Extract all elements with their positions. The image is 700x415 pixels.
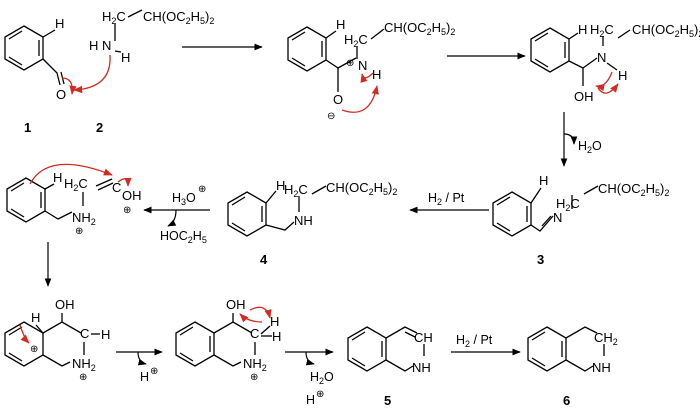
amine-n-label: N xyxy=(102,38,111,53)
proton-label-2: H xyxy=(306,393,315,407)
curly-arrow-co-break xyxy=(117,177,132,187)
aminoacetal-structure: H2C CH(OC2H5)2 H N H xyxy=(89,9,214,65)
am4-ch2-label: H2C xyxy=(284,182,308,199)
dhiq-ch-label: CH xyxy=(414,330,433,345)
ca-n-label: N xyxy=(597,50,606,65)
ca2-oh-label: OH xyxy=(226,297,246,312)
hydrogenation-label-1: H2 / Pt xyxy=(428,191,465,207)
dhiq-nh-label: NH xyxy=(412,360,431,375)
zw-n-label: N xyxy=(358,58,367,73)
im-acetal-label: CH(OC2H5)2 xyxy=(598,181,669,198)
water-label: H2O xyxy=(310,370,334,386)
compound-3-label: 3 xyxy=(537,252,544,267)
ox-oh-label: OH xyxy=(122,188,142,203)
compound-6-label: 6 xyxy=(563,393,570,408)
compound-4-label: 4 xyxy=(260,252,268,267)
zw-h-label: H xyxy=(336,17,345,32)
ca2-plus-charge: ⊕ xyxy=(250,372,258,383)
acetal-label: CH(OC2H5)2 xyxy=(143,9,214,26)
ca-acetal-label: CH(OC2H5)2 xyxy=(632,22,700,39)
im-h-label: H xyxy=(539,173,548,188)
aldehyde-o-label: O xyxy=(56,87,66,102)
proton-plus-2: ⊕ xyxy=(316,389,324,400)
water-loss-arrow xyxy=(563,133,578,145)
water-proton-loss-arrow xyxy=(305,351,315,366)
hydronium-plus-charge: ⊕ xyxy=(198,184,206,195)
curly-arrow-proton-transfer xyxy=(341,85,379,113)
curly-arrow-n-attack xyxy=(73,54,111,94)
compound-2-label: 2 xyxy=(96,120,103,135)
proton-out-plus: ⊕ xyxy=(150,366,158,377)
ox-c-label: C xyxy=(112,180,121,195)
proton-loss-arrow xyxy=(137,351,147,366)
ca-h-n-label: H xyxy=(618,68,627,83)
ca2-h-right-label: H xyxy=(272,329,281,344)
ethanol-out-label: HOC2H5 xyxy=(160,229,207,245)
wh-h-label: H xyxy=(31,310,40,325)
curly-arrow-ch-break xyxy=(249,306,272,319)
wh-nh2-label: NH2 xyxy=(72,356,96,373)
hydronium-label: H3O xyxy=(172,191,196,207)
curly-arrow-co-pi xyxy=(61,77,77,95)
amine-h-right-label: H xyxy=(121,50,130,65)
proton-out-label: H xyxy=(140,370,149,384)
curly-arrow-oh-leave xyxy=(239,313,263,323)
thiq-ch2-label: CH2 xyxy=(594,330,618,347)
ca-h-label: H xyxy=(578,22,587,37)
amine-h-left-label: H xyxy=(89,38,98,53)
zw-o-label: O xyxy=(333,92,343,107)
oxocarbenium-structure xyxy=(6,177,114,223)
ca2-h-top-label: H xyxy=(270,314,279,329)
cyclic-alcohol-structure xyxy=(175,313,256,367)
am4-acetal-label: CH(OC2H5)2 xyxy=(326,180,397,197)
benzaldehyde-structure xyxy=(4,25,65,86)
tetrahydroisoquinoline-structure xyxy=(527,326,605,372)
ch2-label: H2C xyxy=(102,9,126,26)
ca-oh-label: OH xyxy=(574,89,594,104)
ca2-nh2-label: NH2 xyxy=(243,356,267,373)
water-out-label: H2O xyxy=(578,139,602,155)
ca2-c-label: C xyxy=(250,326,259,341)
wh-c-label: C xyxy=(80,326,89,341)
ox-nh2-label: NH2 xyxy=(72,210,96,227)
ox-plus-charge-o: ⊕ xyxy=(123,205,131,216)
ethanol-loss-arrow xyxy=(167,209,177,227)
curly-arrow-nh-bond xyxy=(360,72,374,83)
im-ch2-label: H2C xyxy=(556,196,580,213)
thiq-nh-label: NH xyxy=(592,360,611,375)
dihydroisoquinoline-structure xyxy=(347,326,425,372)
compound-5-label: 5 xyxy=(384,393,391,408)
wheland-structure xyxy=(4,313,85,367)
ox-h-label: H xyxy=(53,170,62,185)
ox-plus-charge-n: ⊕ xyxy=(75,226,83,237)
imine-structure xyxy=(492,185,599,237)
zw-nh-label: H xyxy=(372,67,381,82)
compound-1-label: 1 xyxy=(24,120,31,135)
wh-plus-charge: ⊕ xyxy=(30,344,38,355)
amine-4-structure xyxy=(227,185,327,237)
wh-plus-charge-n: ⊕ xyxy=(79,372,87,383)
aldehyde-h-label: H xyxy=(55,16,64,31)
zw-minus-charge: ⊖ xyxy=(327,111,335,122)
zw-acetal-label: CH(OC2H5)2 xyxy=(384,20,455,37)
ca-ch2-label: H2C xyxy=(590,22,614,39)
wh-oh-label: OH xyxy=(55,297,75,312)
curly-arrow-elimination xyxy=(595,71,613,92)
hydrogenation-label-2: H2 / Pt xyxy=(456,333,493,349)
im-n-label: N xyxy=(553,210,562,225)
curly-arrow-ring-attack xyxy=(29,163,113,185)
zwitterion-structure xyxy=(287,26,357,92)
zw-plus-charge: ⊕ xyxy=(346,58,354,69)
am4-nh-label: NH xyxy=(294,213,313,228)
carbinolamine-structure xyxy=(530,27,631,86)
zw-ch2-label: H2C xyxy=(344,32,368,49)
wh-ch-h-label: H xyxy=(101,327,110,342)
am4-h-label: H xyxy=(276,178,285,193)
curly-arrow-rearomatize xyxy=(19,324,30,344)
ox-ch2-label: H2C xyxy=(64,176,88,193)
